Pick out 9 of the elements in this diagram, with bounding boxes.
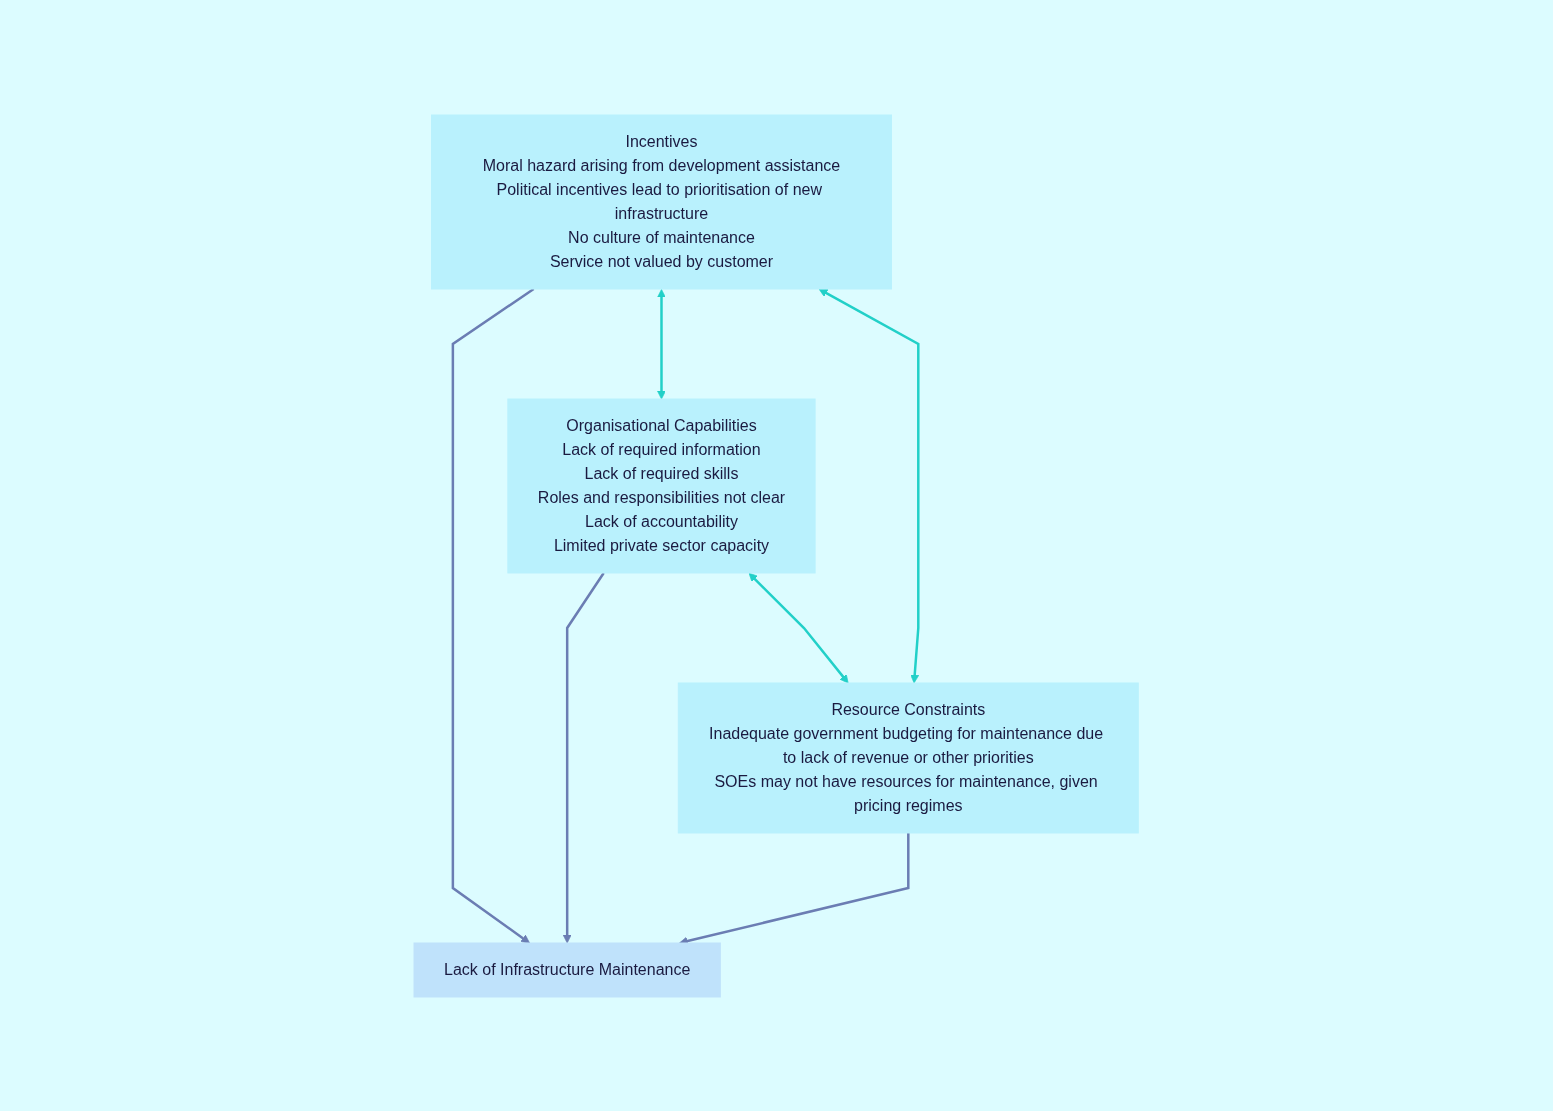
- arrow: [657, 288, 667, 399]
- arrow: [563, 571, 606, 943]
- node-box: Organisational Capabilities Lack of required information Lack of required skills Roles and responsibilities not clear Lack of accountability Limited private sector capacity: [507, 398, 816, 573]
- node-box: Lack of Infrastructure Maintenance: [413, 942, 722, 997]
- arrow: [451, 287, 535, 943]
- arrow: [749, 572, 849, 683]
- node-box: Incentives Moral hazard arising from development assistance Political incentives lead to prioritisation of new infrastructure No culture of maintenance Service not valued by customer: [431, 114, 893, 289]
- arrow: [819, 288, 920, 683]
- node-box: Resource Constraints Inadequate government budgeting for maintenance due to lack of revenue or other priorities SOEs may not have resources for maintenance, given pricing regimes: [678, 682, 1140, 833]
